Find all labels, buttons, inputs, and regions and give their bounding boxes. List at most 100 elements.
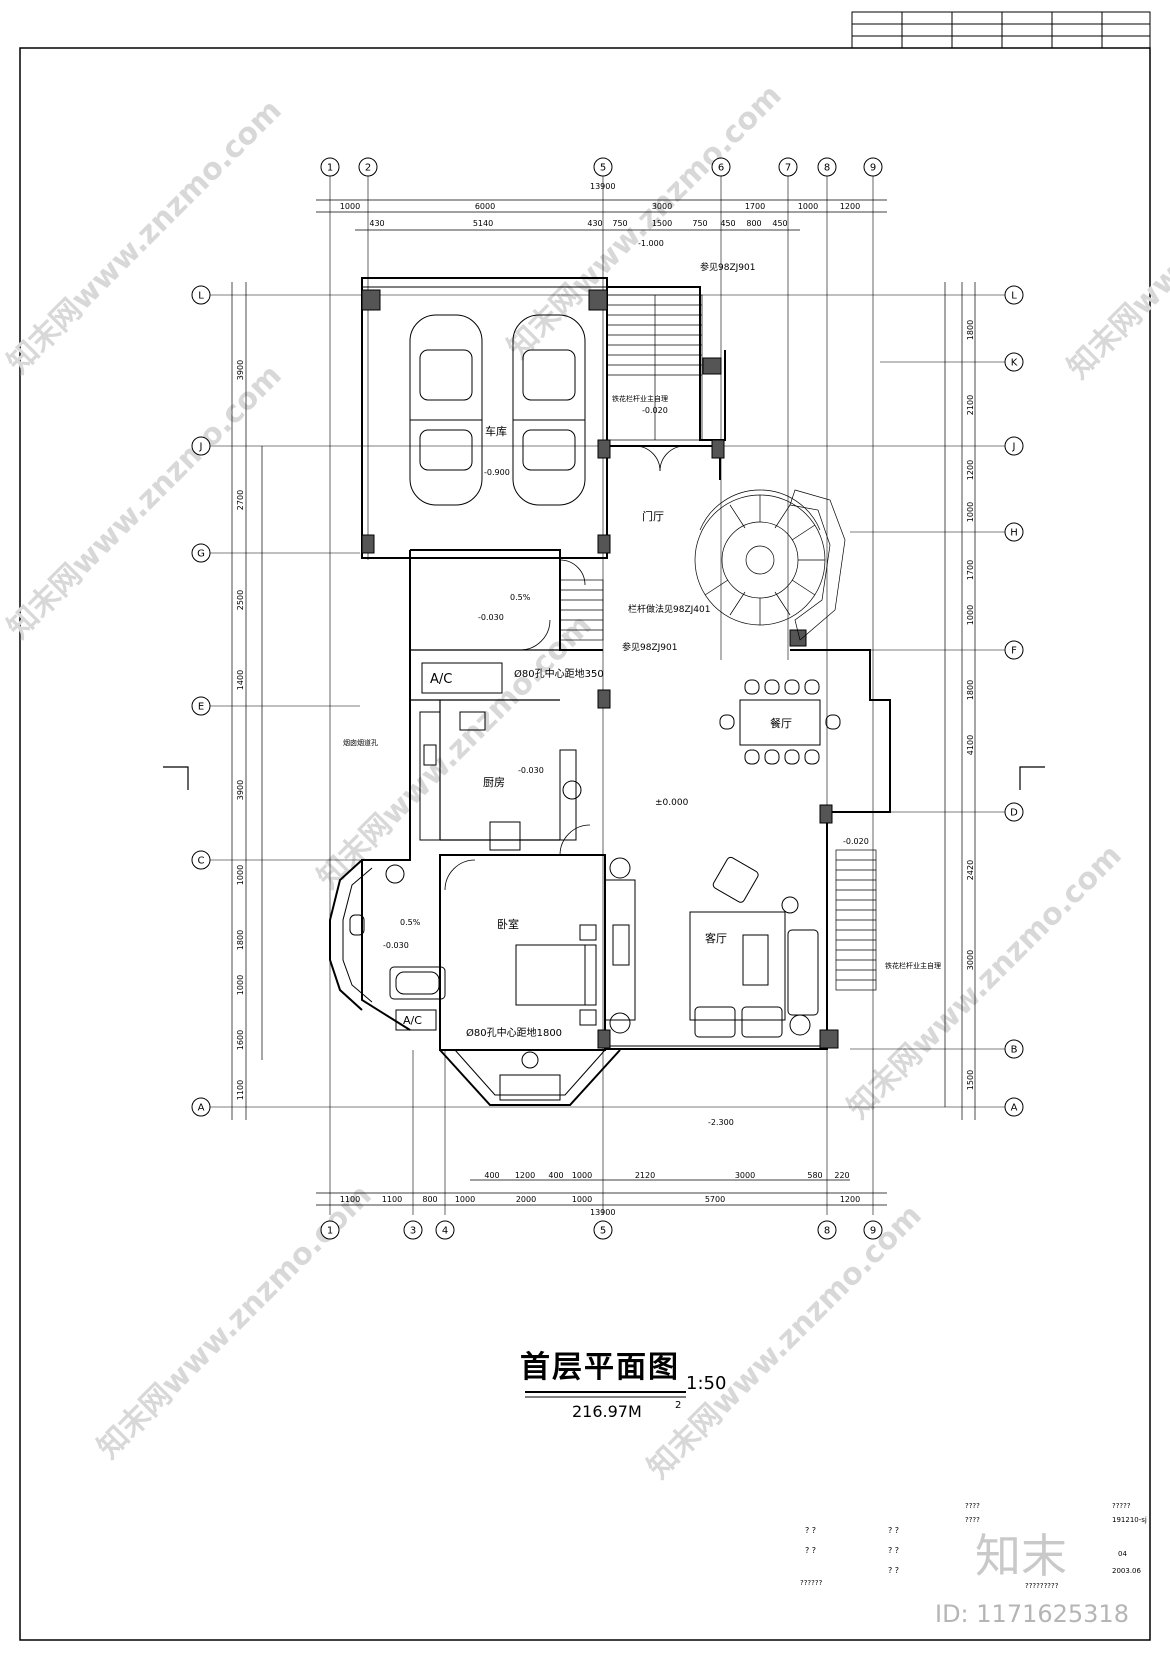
grid-bubble-top: 8: [824, 163, 830, 174]
dimension-label: 1500: [966, 1070, 975, 1090]
dimension-label: 400: [484, 1171, 499, 1180]
grid-bubble-top-circle: [358, 157, 378, 177]
grid-bubble-bottom-circle: [403, 1220, 423, 1240]
dimension-label: 1000: [572, 1171, 592, 1180]
tb-text: 191210-sj: [1112, 1516, 1147, 1524]
stair-note: 铁花栏杆业主自理: [885, 961, 941, 970]
dimension-label: 1100: [340, 1195, 360, 1204]
dimension-label: 1000: [340, 202, 360, 211]
grid-bubble-left: J: [199, 442, 203, 453]
section-marks: [163, 766, 1045, 790]
drawing-scale: 1:50: [686, 1373, 726, 1394]
grid-bubble-top: 6: [718, 163, 724, 174]
stair-treads-right: [836, 859, 876, 981]
annotations: A/C A/C Ø80孔中心距地350 Ø80孔中心距地1800 栏杆做法见98…: [343, 182, 941, 1217]
dimension-label: 430: [369, 219, 384, 228]
dimension-label: 3900: [236, 780, 245, 800]
grid-bubble-right: F: [1011, 646, 1017, 657]
tb-text: 2003.06: [1112, 1567, 1141, 1575]
dimension-label: 2420: [966, 860, 975, 880]
grid-bubble-right-circle: [1004, 522, 1024, 542]
level-mark: -1.000: [638, 239, 664, 248]
desk-icon: [499, 1051, 561, 1101]
grid-bubble-right-circle: [1004, 802, 1024, 822]
room-label-kitchen: 厨房: [483, 776, 505, 789]
watermark-text: 知末网www.znzmo.com: [841, 838, 1129, 1126]
grid-bubble-bottom: 9: [870, 1226, 876, 1237]
grid-bubble-right: A: [1011, 1103, 1018, 1114]
dimension-label: 1000: [572, 1195, 592, 1204]
total-dim: 13900: [590, 1208, 615, 1217]
level-mark: -0.030: [478, 613, 504, 622]
dimension-label: 3000: [652, 202, 672, 211]
drawing-border: [19, 47, 1151, 1641]
dimension-label: 450: [772, 219, 787, 228]
svg-text:? ?: ? ?: [805, 1526, 816, 1535]
tb-text: ????: [965, 1516, 980, 1524]
grid-bubble-bottom: 8: [824, 1226, 830, 1237]
ac-label: A/C: [430, 672, 452, 687]
watermark-id: ID: 1171625318: [935, 1600, 1129, 1628]
svg-text:? ?: ? ?: [888, 1546, 899, 1555]
dimension-label: 1100: [236, 1080, 245, 1100]
dimension-label: 1800: [966, 680, 975, 700]
grid-bubble-bottom-circle: [817, 1220, 837, 1240]
grid-bubble-top: 1: [327, 163, 333, 174]
grid-bubble-right-circle: [1004, 352, 1024, 372]
dimension-label: 800: [746, 219, 761, 228]
kitchen-counter-icon: [419, 711, 577, 851]
grid-bubble-top: 9: [870, 163, 876, 174]
level-mark: -2.300: [708, 1118, 734, 1127]
grid-bubble-left: A: [198, 1103, 205, 1114]
level-mark: ±0.000: [655, 798, 689, 808]
dimension-label: 1200: [840, 202, 860, 211]
grid-bubble-bottom: 5: [600, 1226, 606, 1237]
level-mark: -0.030: [518, 766, 544, 775]
grid-bubble-right: B: [1011, 1045, 1018, 1056]
car-icon: [409, 314, 483, 506]
dimension-label: 3000: [735, 1171, 755, 1180]
grid-bubble-top-circle: [863, 157, 883, 177]
flue-note: 烟囱烟道孔: [343, 738, 378, 747]
hole-note: Ø80孔中心距地1800: [466, 1026, 562, 1039]
grid-bubble-left-circle: [191, 436, 211, 456]
bed-icon: [515, 924, 597, 1026]
stairs: [559, 294, 877, 991]
watermark-text: 知末网www.znzmo.com: [641, 1198, 929, 1486]
grid-bubble-top-circle: [711, 157, 731, 177]
grid-bubble-right-circle: [1004, 1039, 1024, 1059]
grid-bubble-left-circle: [191, 850, 211, 870]
grid-bubble-left-circle: [191, 285, 211, 305]
dimension-label: 1200: [515, 1171, 535, 1180]
drawing-area-unit: 2: [675, 1400, 681, 1411]
dimension-label: 2000: [516, 1195, 536, 1204]
drawing-area: 216.97M: [572, 1402, 642, 1421]
tb-text: 04: [1118, 1550, 1127, 1558]
stair-note: 铁花栏杆业主自理: [612, 394, 668, 403]
hole-note: Ø80孔中心距地350: [514, 667, 604, 680]
watermark-text: 知末网www.znzmo.com: [311, 608, 599, 896]
tb-text: ?????: [1112, 1502, 1131, 1510]
level-mark: -0.030: [383, 941, 409, 950]
dimension-label: 6000: [475, 202, 495, 211]
dimension-label: 430: [587, 219, 602, 228]
grid-bubble-left-circle: [191, 1097, 211, 1117]
dimension-label: 2100: [966, 395, 975, 415]
level-mark: -0.020: [843, 837, 869, 846]
doors: [444, 445, 686, 891]
grid-bubble-top-circle: [817, 157, 837, 177]
watermark-text: 知末网www.znzmo.com: [1061, 98, 1170, 386]
dimension-label: 2700: [236, 490, 245, 510]
svg-text:? ?: ? ?: [888, 1566, 899, 1575]
dimension-label: 1200: [966, 460, 975, 480]
plant-icon: [562, 780, 631, 1034]
ac-label: A/C: [403, 1014, 422, 1027]
dimension-label: 1500: [652, 219, 672, 228]
room-label-bedroom: 卧室: [497, 917, 519, 931]
room-label-foyer: 门厅: [642, 509, 664, 523]
grid-bubble-left: C: [198, 856, 205, 867]
title-block-bottom: ???? ???? ????? 191210-sj 04 2003.06 ???…: [800, 1502, 1147, 1628]
dimension-label: 1700: [745, 202, 765, 211]
columns: [361, 289, 839, 1049]
